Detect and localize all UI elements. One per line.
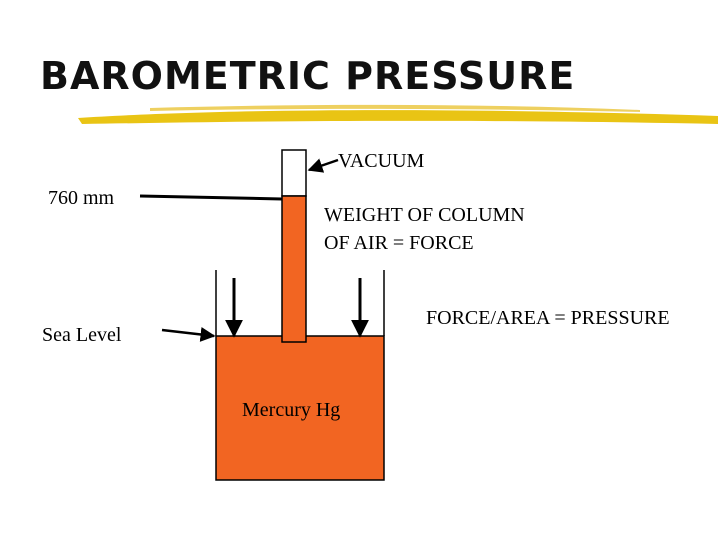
mercury-column	[281, 195, 307, 343]
vacuum-label: VACUUM	[338, 150, 425, 172]
sea-level-label: Sea Level	[42, 324, 122, 346]
mercury-basin	[215, 335, 385, 481]
title-underline	[78, 104, 718, 124]
vacuum-arrow	[307, 158, 339, 173]
sea-level-arrow	[161, 327, 216, 342]
height-label: 760 mm	[48, 187, 115, 209]
mercury-label: Mercury Hg	[242, 399, 341, 421]
pressure-formula-label: FORCE/AREA = PRESSURE	[426, 307, 670, 329]
weight-label-line2: OF AIR = FORCE	[324, 232, 474, 254]
mm-pointer-line	[139, 194, 283, 201]
tube-vacuum	[281, 149, 307, 197]
weight-label-line1: WEIGHT OF COLUMN	[324, 204, 525, 226]
page-title: BAROMETRIC PRESSURE	[40, 54, 576, 98]
